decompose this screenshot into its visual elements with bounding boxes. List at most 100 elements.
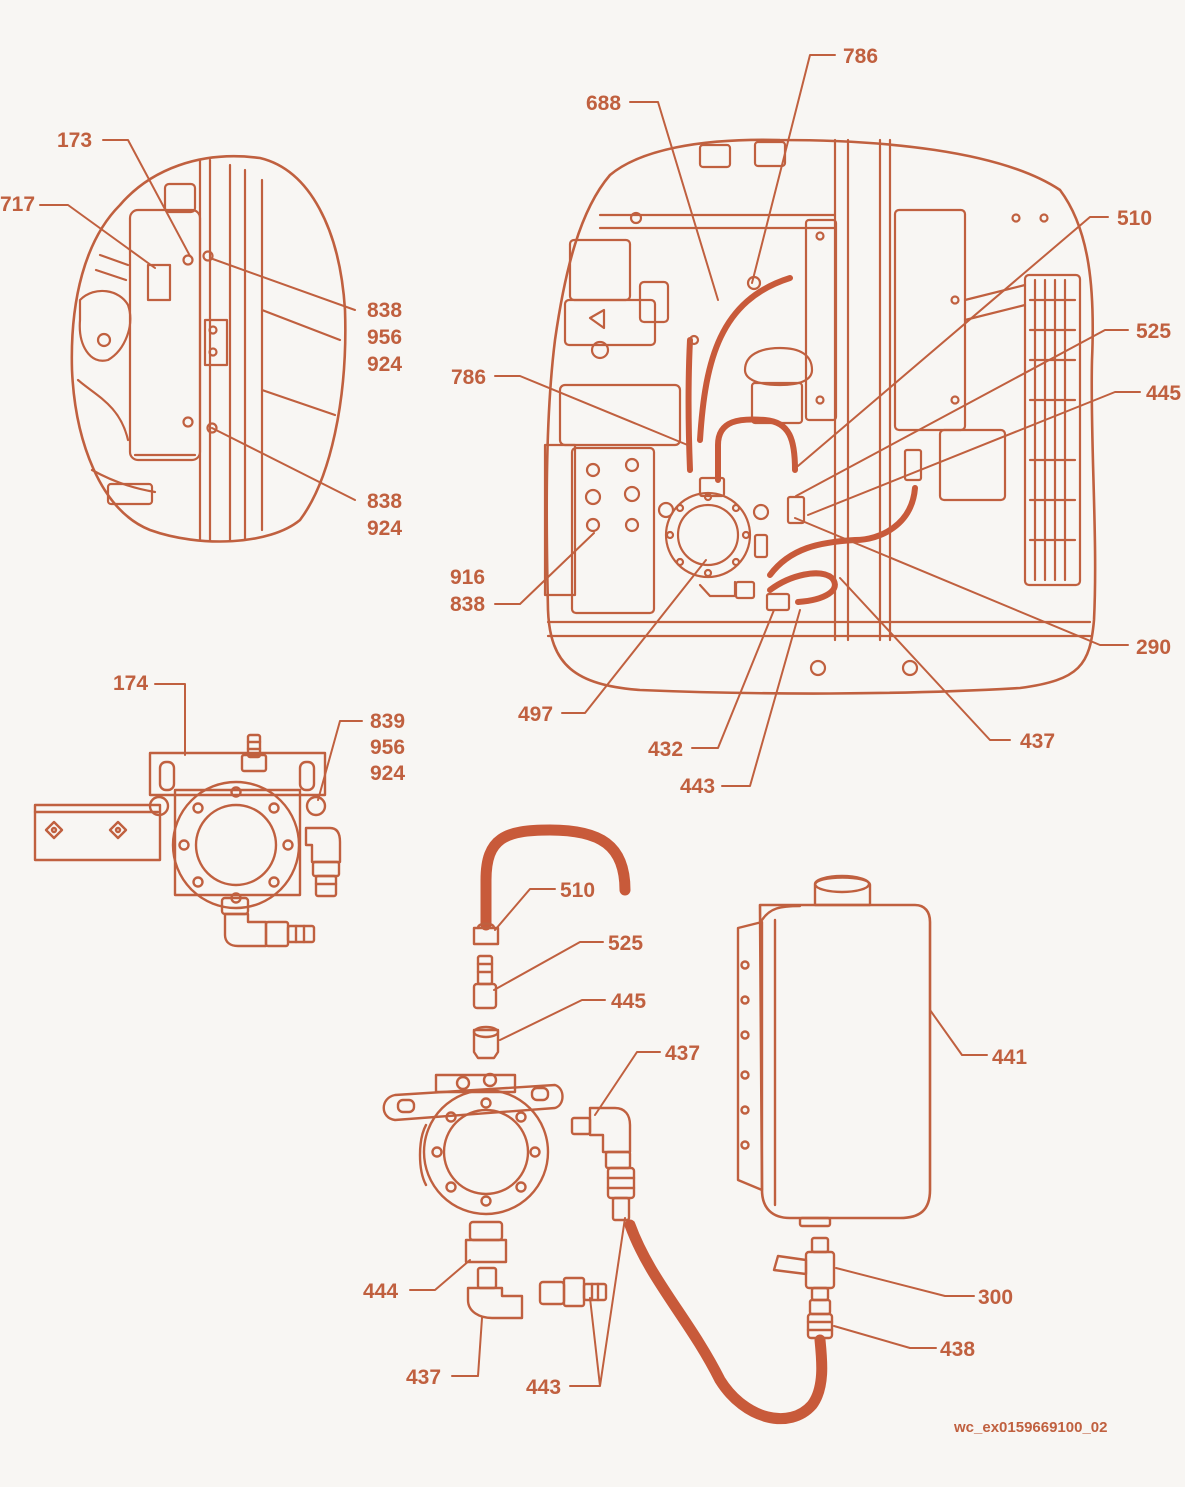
callout-924: 924	[370, 762, 405, 785]
callout-labels: 173 717 838 956 924 838 924 786 688 510 …	[0, 45, 1181, 1399]
lower-hose	[624, 1219, 828, 1425]
upper-linkage	[563, 140, 837, 360]
leader-497	[561, 559, 707, 714]
barb-443-upper	[606, 1166, 636, 1222]
callout-956: 956	[370, 736, 405, 759]
lower-housing	[543, 383, 1092, 677]
callout-443: 443	[526, 1376, 561, 1399]
detail-outline	[70, 154, 347, 543]
upper-hose	[480, 824, 631, 931]
callout-717: 717	[0, 193, 35, 216]
callout-839: 839	[370, 710, 405, 733]
leader-437-bot-right	[594, 1051, 661, 1116]
bracket-plate	[148, 751, 327, 817]
leader-717	[39, 204, 156, 269]
leader-438	[833, 1325, 937, 1349]
leader-838-top	[209, 257, 356, 311]
cap-knob	[743, 346, 814, 425]
callout-838: 838	[367, 490, 402, 513]
detail-machine-view	[543, 138, 1097, 695]
adapter-445	[472, 1025, 500, 1060]
callout-437: 437	[665, 1042, 700, 1065]
callout-432: 432	[648, 738, 683, 761]
leader-786-top	[751, 54, 836, 284]
barb-438	[806, 1298, 834, 1340]
callout-174: 174	[113, 672, 148, 695]
elbow-437-right	[570, 1106, 632, 1170]
callout-838: 838	[450, 593, 485, 616]
leader-839	[317, 720, 363, 801]
leader-786-mid	[494, 375, 691, 447]
callout-924: 924	[367, 517, 402, 540]
pump-assembly	[657, 448, 923, 612]
elbow-437-lower	[466, 1266, 524, 1320]
leader-525-top	[795, 329, 1129, 497]
leader-432	[691, 609, 775, 749]
callout-290: 290	[1136, 636, 1171, 659]
hose-clamp-510	[472, 922, 500, 946]
adapter-444	[464, 1220, 508, 1264]
leader-173	[102, 139, 191, 257]
leader-443-bot	[569, 1217, 626, 1387]
leader-838-mid	[211, 427, 356, 501]
leader-510-top	[797, 216, 1109, 467]
drawing-code: wc_ex0159669100_02	[953, 1419, 1108, 1436]
barb-fitting-525	[472, 954, 498, 1010]
radiator-grille	[963, 273, 1082, 587]
callout-525: 525	[608, 932, 643, 955]
leader-300	[835, 1267, 975, 1297]
callout-786: 786	[843, 45, 878, 68]
leader-443-top	[721, 609, 801, 787]
callout-443: 443	[680, 775, 715, 798]
coolant-tank-441	[736, 874, 932, 1228]
vertical-column	[833, 138, 892, 642]
leader-445-top	[807, 391, 1141, 516]
callout-441: 441	[992, 1046, 1027, 1069]
callout-444: 444	[363, 1280, 398, 1303]
callout-510: 510	[560, 879, 595, 902]
callout-437: 437	[406, 1366, 441, 1389]
callout-838: 838	[367, 299, 402, 322]
callout-786: 786	[451, 366, 486, 389]
callout-445: 445	[1146, 382, 1181, 405]
leader-916-838	[494, 532, 595, 605]
exploded-pump	[382, 1072, 564, 1216]
bracket-arm	[33, 803, 162, 862]
engine-parts	[76, 253, 157, 506]
leader-441	[929, 1009, 988, 1056]
leader-445-bot	[499, 999, 606, 1041]
leader-525-bot	[493, 941, 604, 991]
callout-173: 173	[57, 129, 92, 152]
callout-leaders	[39, 54, 1141, 1387]
detail-outline	[545, 138, 1097, 695]
barb-443-lower	[538, 1276, 608, 1308]
callout-956: 956	[367, 326, 402, 349]
callout-497: 497	[518, 703, 553, 726]
callout-437: 437	[1020, 730, 1055, 753]
detail-tank-mount	[70, 154, 347, 543]
callout-300: 300	[978, 1286, 1013, 1309]
callout-438: 438	[940, 1338, 975, 1361]
leader-290	[794, 517, 1129, 646]
mount-bolts	[182, 250, 218, 434]
callout-916: 916	[450, 566, 485, 589]
callout-525: 525	[1136, 320, 1171, 343]
callout-445: 445	[611, 990, 646, 1013]
hoses	[685, 275, 918, 605]
callout-924: 924	[367, 353, 402, 376]
exploded-fittings-view	[382, 824, 932, 1425]
leader-437-bot-left	[451, 1317, 483, 1377]
callout-688: 688	[586, 92, 621, 115]
leader-444	[409, 1259, 471, 1291]
leader-174	[154, 683, 186, 756]
frame-rails	[198, 158, 342, 542]
callout-510: 510	[1117, 207, 1152, 230]
leader-437-top	[839, 577, 1011, 741]
side-elbow-fitting	[304, 826, 342, 898]
valve-300	[772, 1236, 836, 1302]
leader-688	[629, 101, 719, 301]
bottom-elbow-fitting	[220, 896, 316, 948]
pump-bracket-assembly	[33, 733, 342, 948]
